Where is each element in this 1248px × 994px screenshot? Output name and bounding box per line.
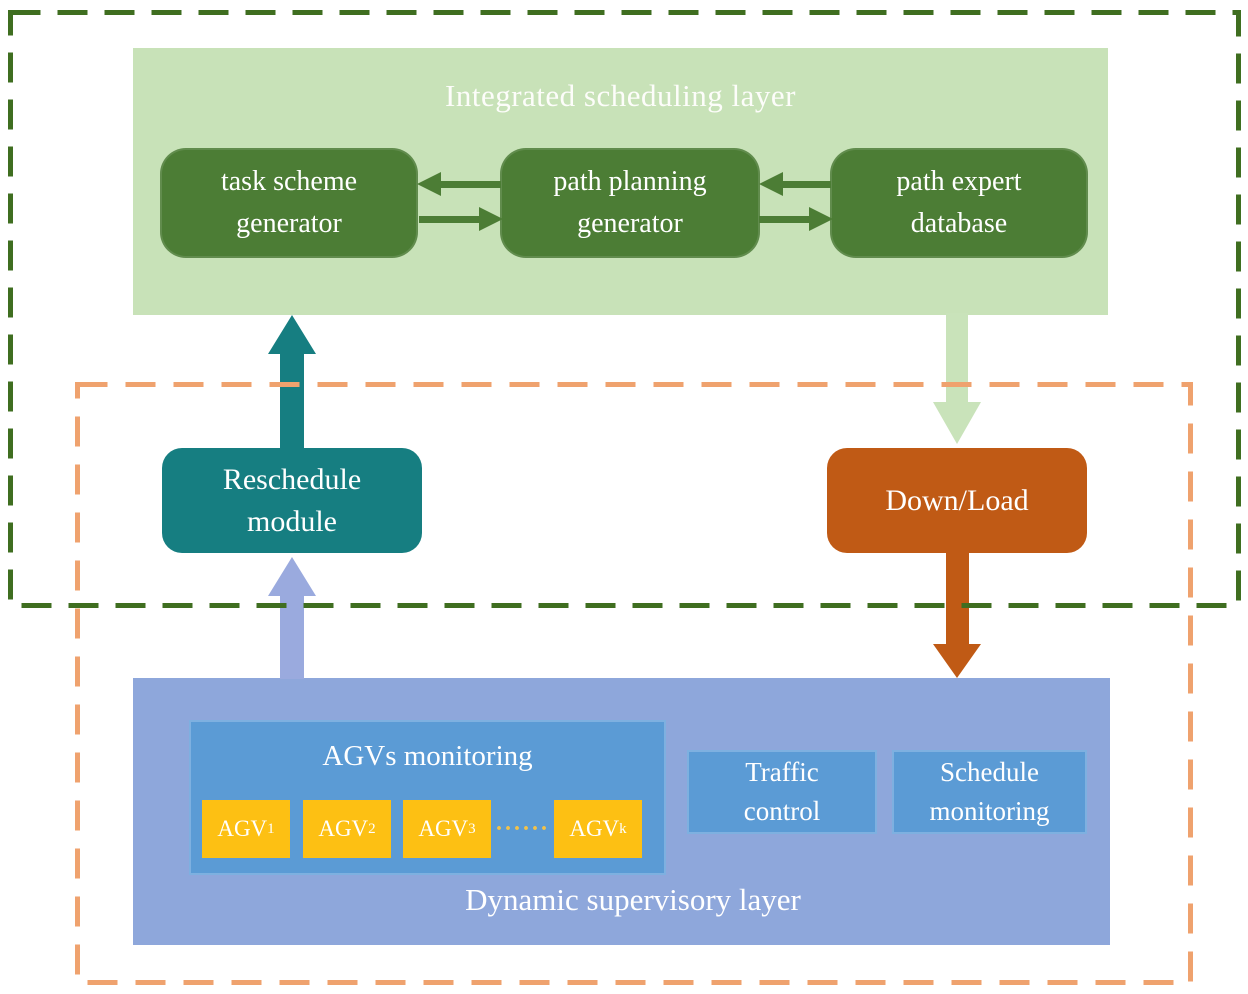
task-scheme-generator-box: task scheme generator [160, 148, 418, 258]
agvs-monitoring-title: AGVs monitoring [322, 739, 533, 772]
dynamic-supervisory-layer-title: Dynamic supervisory layer [465, 882, 801, 917]
integrated-scheduling-layer-title: Integrated scheduling layer [445, 78, 796, 113]
schedule-monitoring-box: Schedule monitoring [892, 750, 1087, 834]
download-box: Down/Load [827, 448, 1087, 553]
agv-unit-label: AGV [418, 816, 469, 841]
path-planning-generator-box: path planning generator [500, 148, 760, 258]
arrow-up-periwinkle-icon [268, 557, 316, 679]
agv-unit-label: AGV [318, 816, 369, 841]
reschedule-module-box: Reschedule module [162, 448, 422, 553]
arrow-down-light-green-icon [933, 313, 981, 444]
path-expert-database-box: path expert database [830, 148, 1088, 258]
arrow-up-teal-icon [268, 315, 316, 450]
traffic-control-box: Traffic control [687, 750, 877, 834]
agv-unit-label: AGV [569, 816, 620, 841]
arrow-down-orange-icon [933, 552, 981, 678]
agv-ellipsis: ······ [494, 815, 550, 842]
agv-unit-label: AGV [217, 816, 268, 841]
